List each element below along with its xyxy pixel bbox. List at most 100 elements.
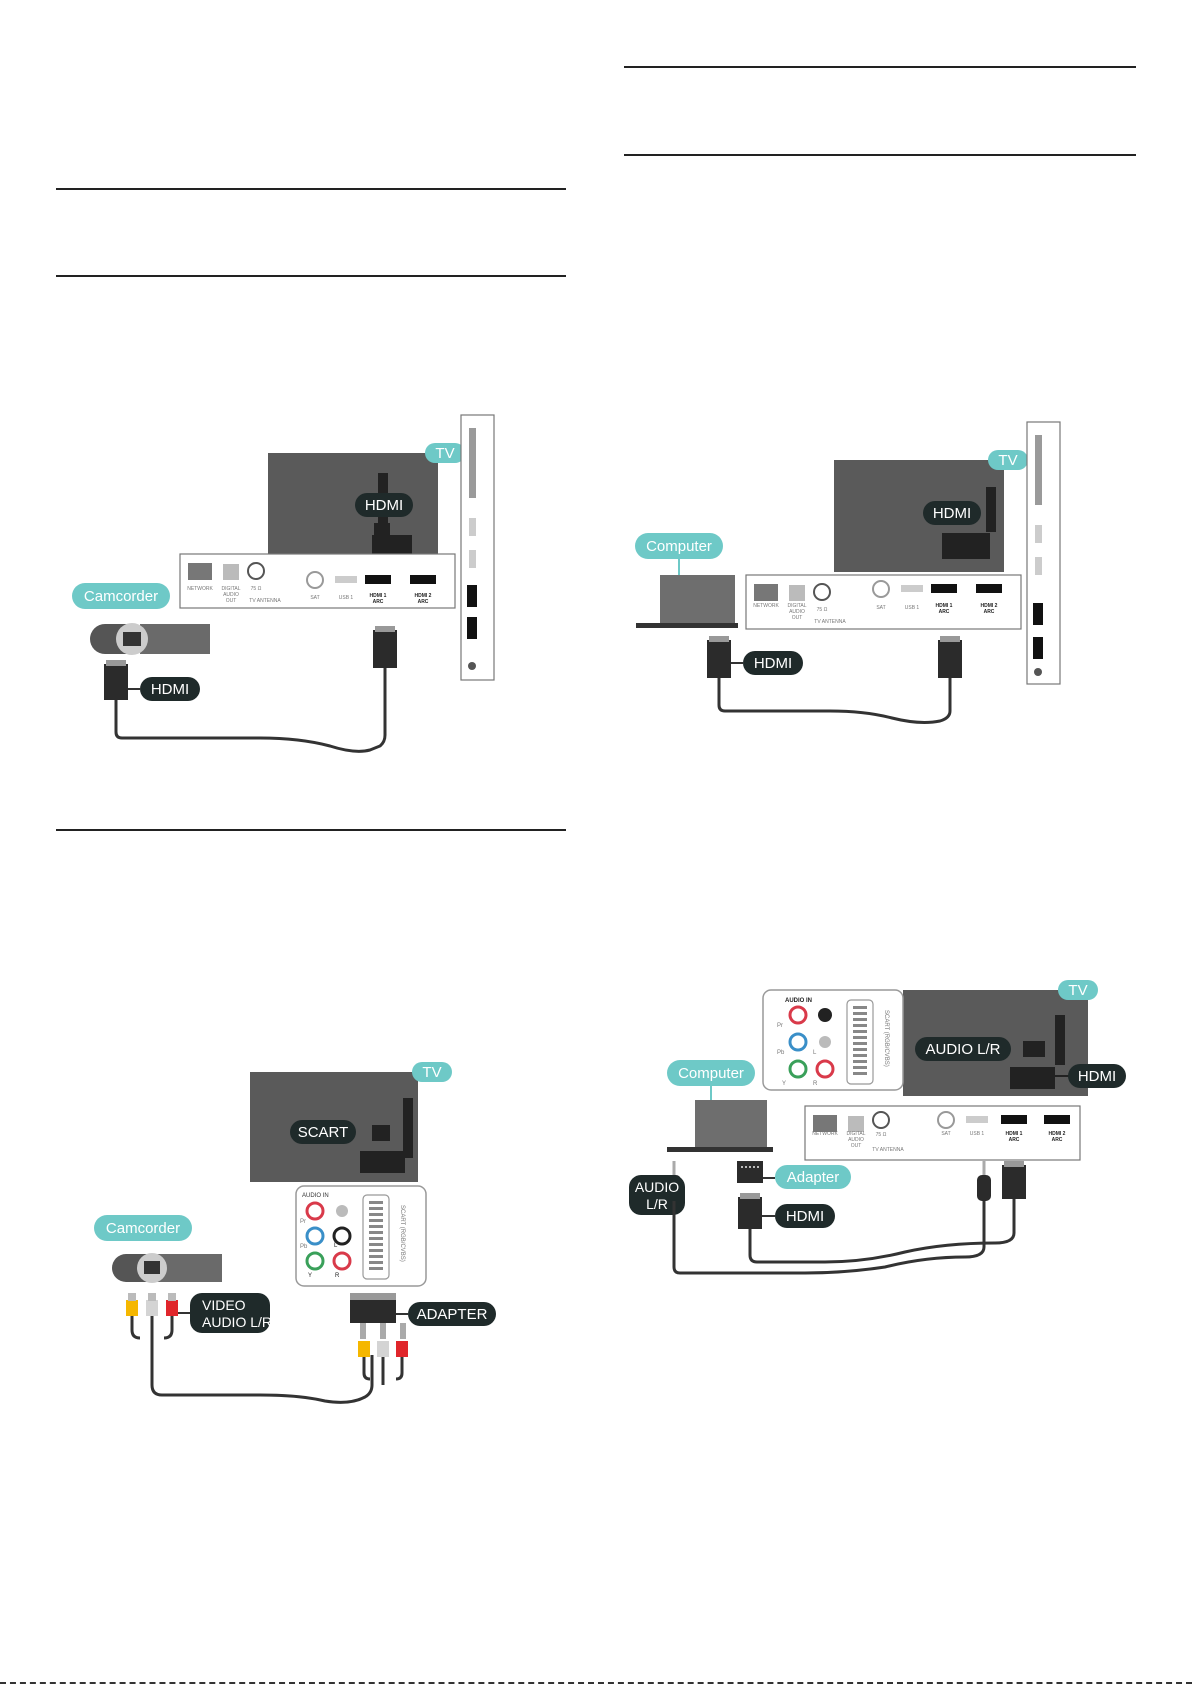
- camcorder-lens-window: [144, 1261, 160, 1274]
- hdmi-cable-label: [140, 677, 200, 701]
- side-panel: [1026, 421, 1061, 685]
- tv-antenna-label: TV ANTENNA: [872, 1147, 904, 1153]
- audio-label: AUDIO: [223, 592, 239, 598]
- usb-port: [901, 585, 923, 592]
- page-footer-rule: [0, 1682, 1192, 1684]
- antenna-port: [813, 583, 831, 601]
- ohm-label: 75 Ω: [876, 1132, 887, 1138]
- antenna-port: [872, 1111, 890, 1129]
- arc-label: ARC: [1009, 1137, 1020, 1143]
- computer-audio-diagram: TV AUDIO L/R HDMI AUDIO IN Pr Pb Y L R S…: [629, 980, 1126, 1275]
- rca-cable: [130, 1316, 374, 1404]
- r-label: R: [813, 1081, 818, 1087]
- camcorder-label: [94, 1215, 192, 1241]
- side-usb-port: [1035, 557, 1042, 575]
- side-usb-port: [469, 518, 476, 536]
- hdmi2-label: HDMI 2: [415, 593, 432, 599]
- pb-label: Pb: [777, 1050, 785, 1056]
- side-hdmi-port: [467, 617, 477, 639]
- hdmi-cable: [717, 675, 952, 724]
- adapter-label-text: Adapter: [787, 1169, 840, 1186]
- tv-slot: [1055, 1015, 1065, 1065]
- audio-lr-label: [915, 1037, 1011, 1061]
- optical-port: [223, 564, 239, 580]
- antenna-port: [247, 562, 265, 580]
- network-port: [754, 584, 778, 601]
- computer-hdmi-diagram: TV HDMI NETWORK DIGITAL AUDIO OUT 75 Ω T…: [635, 421, 1061, 724]
- camcorder-body: [140, 624, 210, 654]
- sat-port: [872, 580, 890, 598]
- tv-body: [268, 453, 438, 571]
- camcorder-hdmi-diagram: TV HDMI NETWORK DIGITAL AUDIO OUT 75 Ω T…: [72, 414, 495, 753]
- side-hdmi-port: [1033, 603, 1043, 625]
- hdmi-label-text: HDMI: [933, 505, 971, 522]
- arc-label: ARC: [418, 599, 429, 605]
- network-port: [188, 563, 212, 580]
- hdmi-plug-tip: [1004, 1161, 1024, 1167]
- video-label-text: VIDEO: [202, 1297, 246, 1313]
- network-port: [813, 1115, 837, 1132]
- hdmi-cable-label-text: HDMI: [786, 1208, 824, 1225]
- computer-screen: [660, 575, 735, 627]
- hdmi-plug-tip: [375, 626, 395, 632]
- lr-left-label-text: L/R: [646, 1196, 668, 1212]
- computer-screen: [695, 1100, 767, 1150]
- hdmi-plug: [738, 1197, 762, 1229]
- tv-scart-slot: [403, 1098, 413, 1158]
- out-label: OUT: [792, 615, 803, 621]
- hdmi-label: [923, 501, 981, 525]
- out-label: OUT: [851, 1143, 862, 1149]
- hdmi1-port: [1001, 1115, 1027, 1124]
- side-usb-port: [1035, 525, 1042, 543]
- l-label: L: [334, 1243, 338, 1249]
- computer-label-text: Computer: [678, 1065, 744, 1082]
- tv-antenna-label: TV ANTENNA: [814, 619, 846, 625]
- side-panel: [460, 414, 495, 681]
- audio-jack-plug: [977, 1175, 991, 1201]
- scart-adapter-top: [350, 1293, 396, 1300]
- side-slot: [469, 428, 476, 498]
- audio-in-label: AUDIO IN: [302, 1193, 329, 1199]
- usb1-label: USB 1: [339, 595, 354, 601]
- sat-label: SAT: [310, 595, 319, 601]
- r-jack: [332, 1251, 352, 1271]
- tv-label: [412, 1062, 452, 1082]
- side-hdmi-port: [1033, 637, 1043, 659]
- rca-plugs-right: [358, 1323, 408, 1357]
- y-label: Y: [308, 1273, 312, 1279]
- digital-label: DIGITAL: [846, 1131, 865, 1137]
- hdmi-plug-tip: [709, 636, 729, 642]
- tv-label-text: TV: [1068, 982, 1087, 999]
- tv-slot: [1023, 1041, 1045, 1057]
- audio-jack: [818, 1008, 832, 1022]
- l-jack: [819, 1036, 831, 1048]
- digital-label: DIGITAL: [221, 586, 240, 592]
- adapter-label: [775, 1165, 851, 1189]
- y-jack: [788, 1059, 808, 1079]
- hdmi-cable: [748, 1199, 1016, 1264]
- sat-label: SAT: [876, 605, 885, 611]
- hdmi-cable-label: [775, 1204, 835, 1228]
- hdmi1-label: HDMI 1: [1006, 1131, 1023, 1137]
- l-jack: [332, 1226, 352, 1246]
- hdmi-plug: [1002, 1165, 1026, 1199]
- pr-jack: [788, 1005, 808, 1025]
- tv-label-text: TV: [422, 1064, 441, 1081]
- sat-label: SAT: [941, 1131, 950, 1137]
- hdmi-label: [355, 493, 413, 517]
- hdmi-plug: [938, 640, 962, 678]
- r-label: R: [335, 1273, 340, 1279]
- hdmi-plug-tip: [740, 1193, 760, 1199]
- out-label: OUT: [226, 598, 237, 604]
- pr-label: Pr: [777, 1023, 783, 1029]
- pb-jack: [305, 1226, 325, 1246]
- audio-lr-left-label: [629, 1175, 685, 1215]
- usb-port: [966, 1116, 988, 1123]
- audio-label: AUDIO: [789, 609, 805, 615]
- input-panel: [762, 989, 904, 1091]
- arc-label: ARC: [1052, 1137, 1063, 1143]
- side-jack: [468, 662, 476, 670]
- rca-cable: [362, 1357, 404, 1385]
- scart-label: [290, 1120, 356, 1144]
- r-jack: [815, 1059, 835, 1079]
